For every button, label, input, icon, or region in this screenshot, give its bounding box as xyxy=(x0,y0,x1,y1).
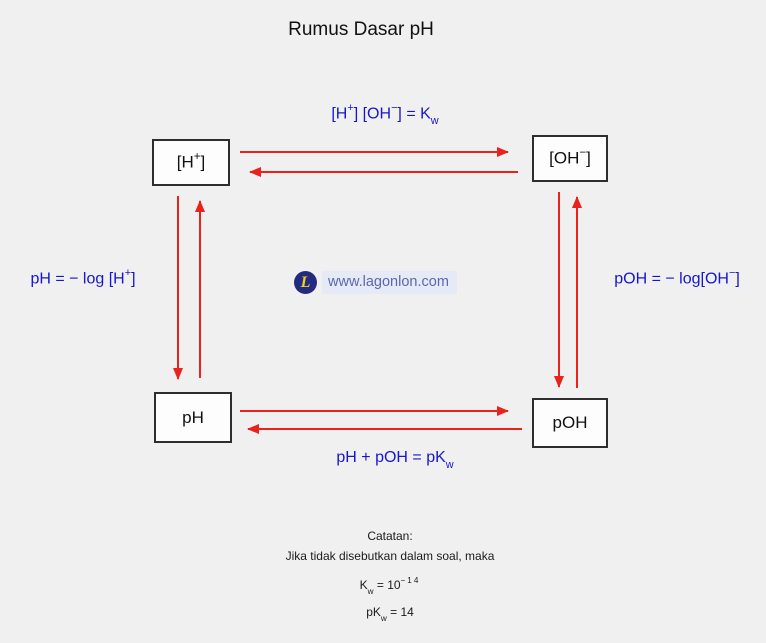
watermark: L www.lagonlon.com xyxy=(294,271,457,294)
page-title: Rumus Dasar pH xyxy=(288,19,434,40)
watermark-url: www.lagonlon.com xyxy=(322,271,457,294)
node-h-plus: [H+] xyxy=(152,139,230,186)
formula-kw: [H+] [OH−] = Kw xyxy=(331,101,439,128)
node-oh-minus: [OH−] xyxy=(532,135,608,182)
formula-poh: pOH = − log[OH−] xyxy=(614,266,740,288)
node-poh-label: pOH xyxy=(552,413,588,432)
node-ph: pH xyxy=(154,392,232,443)
lagonlon-logo-icon: L xyxy=(294,271,317,294)
note-kw-value: Kw = 10−14 xyxy=(359,576,421,596)
node-poh: pOH xyxy=(532,398,608,448)
node-oh-minus-label: [OH−] xyxy=(549,147,591,168)
note-heading: Catatan: xyxy=(367,529,413,543)
note-pkw-value: pKw = 14 xyxy=(366,605,414,623)
formula-pkw: pH + pOH = pKw xyxy=(336,449,454,471)
formula-ph: pH = − log [H+] xyxy=(30,266,136,288)
node-ph-label: pH xyxy=(182,407,204,427)
node-h-plus-label: [H+] xyxy=(176,151,206,172)
note-condition: Jika tidak disebutkan dalam soal, maka xyxy=(285,549,495,563)
